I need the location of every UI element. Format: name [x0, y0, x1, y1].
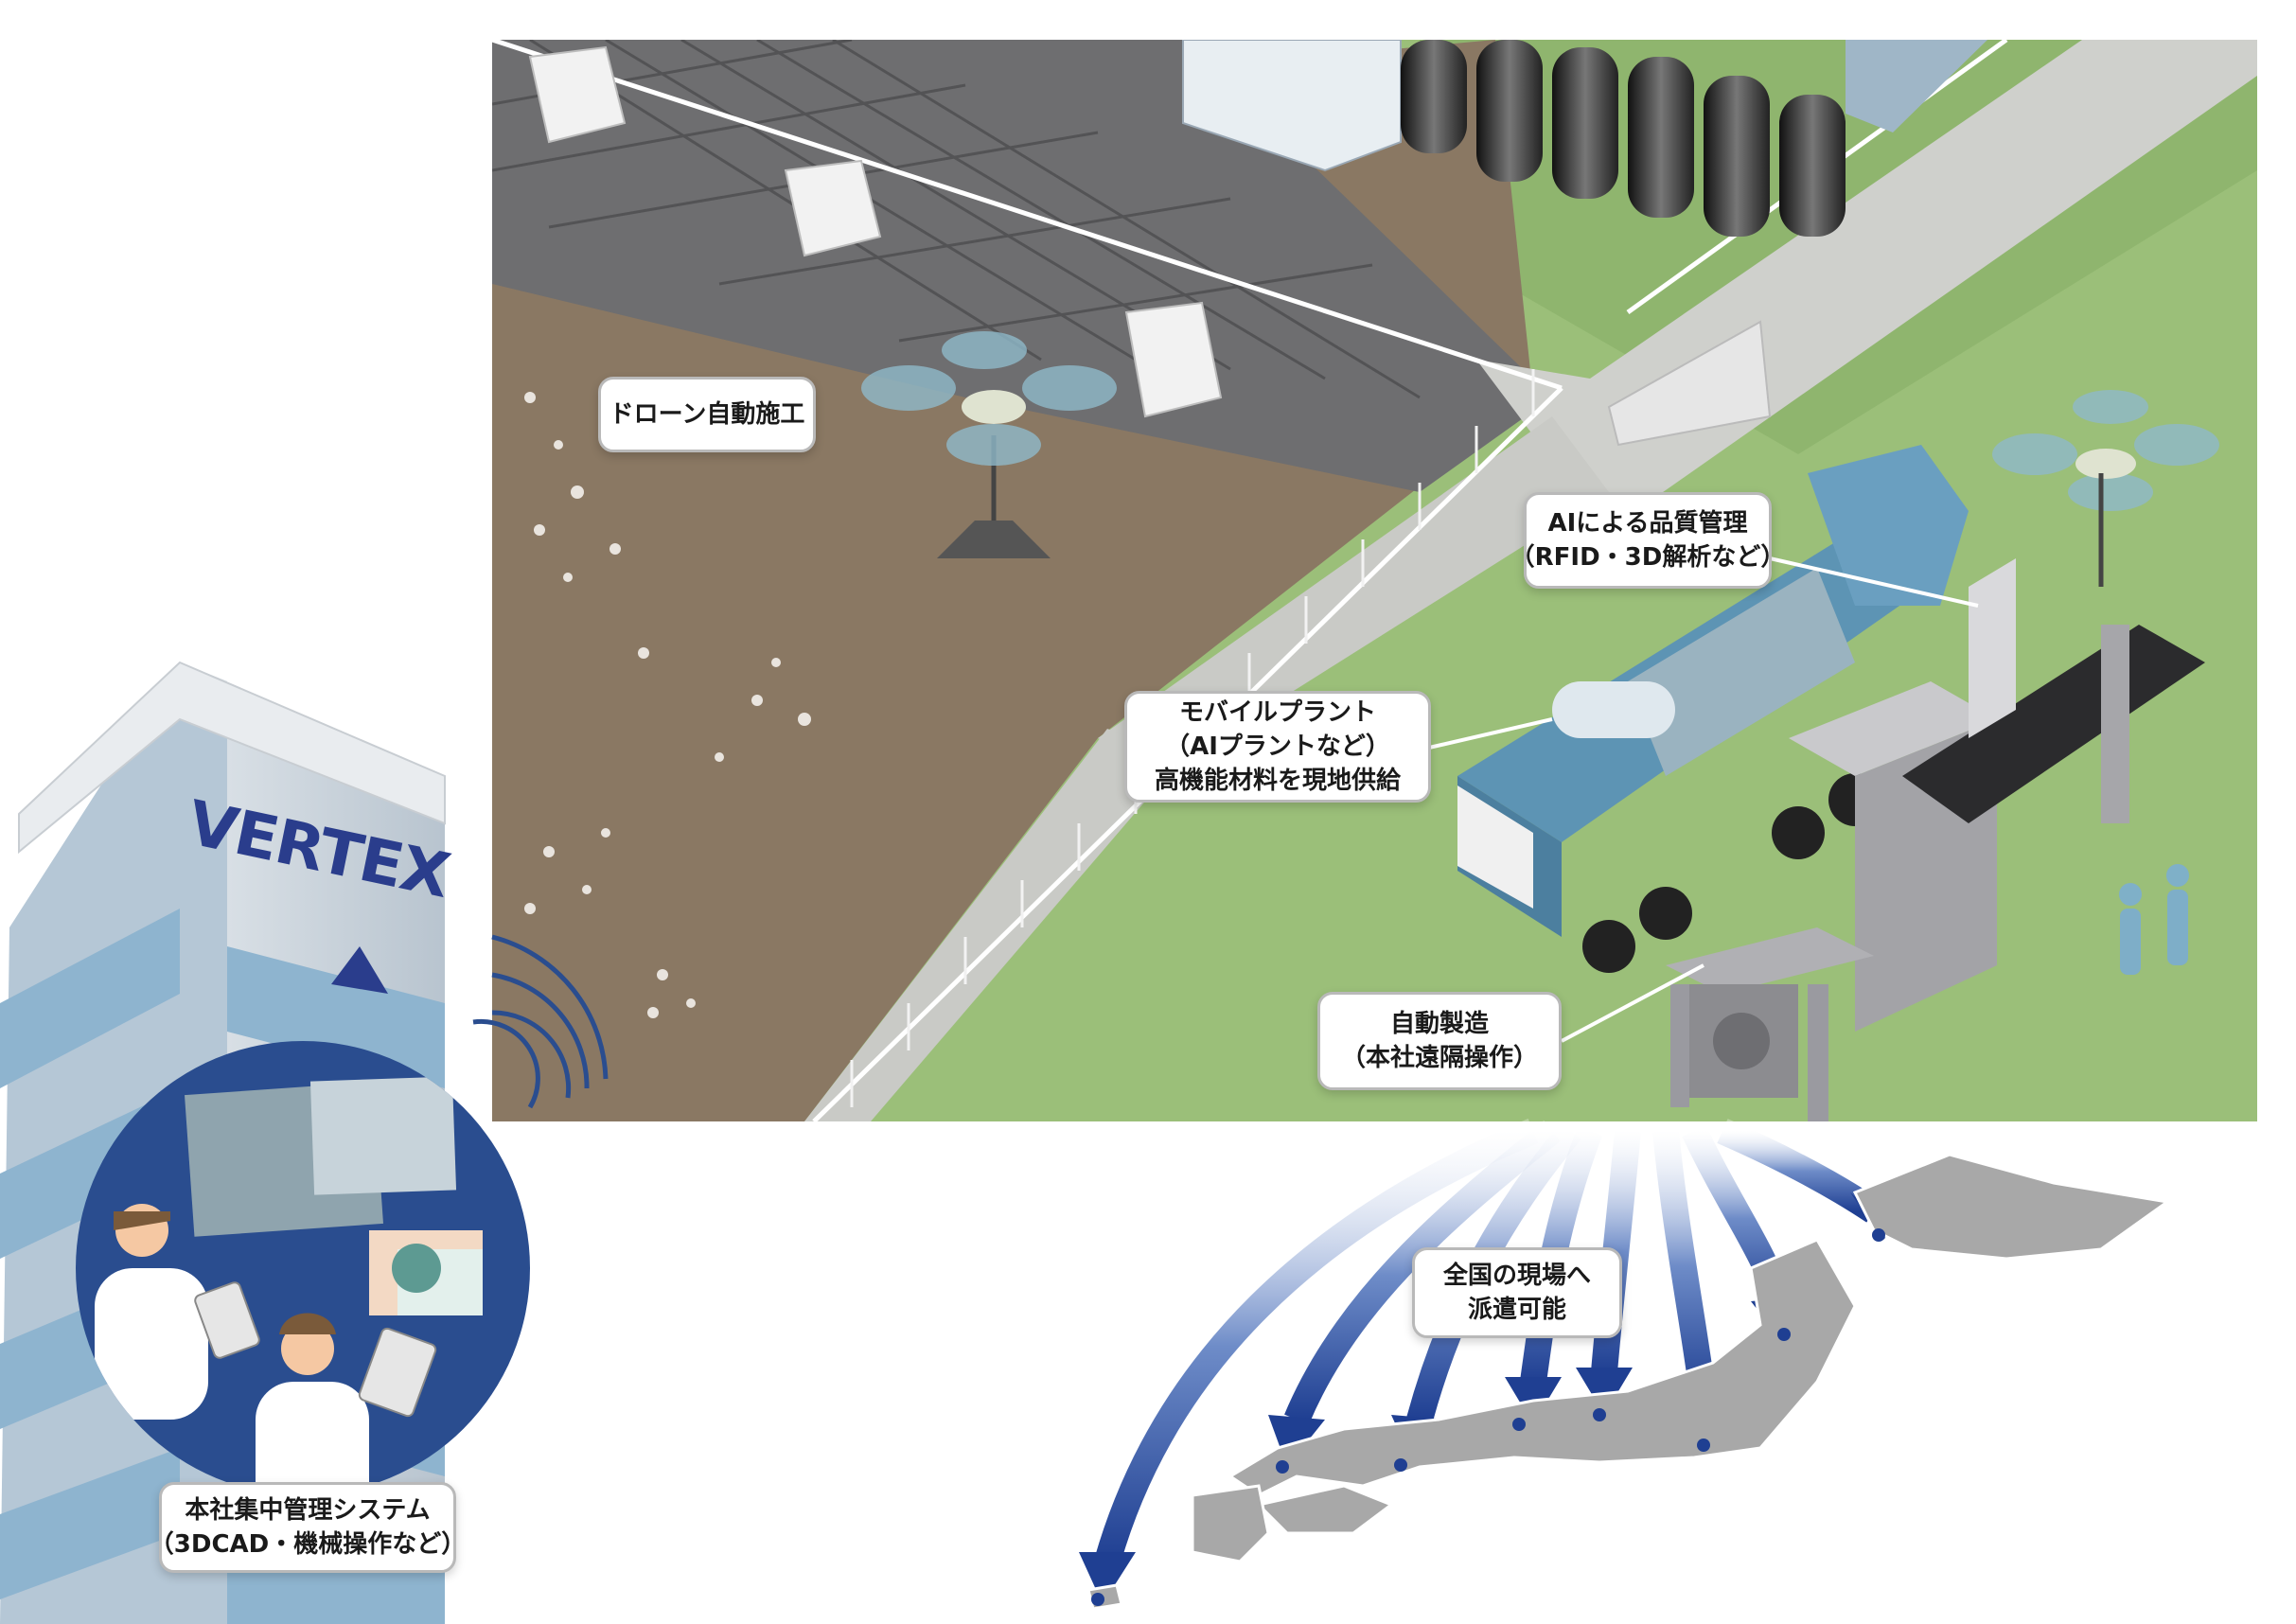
label-line: （AIプラントなど） [1165, 733, 1390, 761]
label-line: （3DCAD・機械操作など） [149, 1530, 467, 1559]
label-auto-manufacturing: 自動製造 （本社遠隔操作） [1317, 992, 1562, 1090]
label-line: 全国の現場へ [1442, 1262, 1591, 1290]
site-dots [1091, 1228, 1885, 1606]
label-line: 派遣可能 [1467, 1296, 1566, 1324]
label-line: AIによる品質管理 [1547, 509, 1748, 538]
label-hq-system: 本社集中管理システム （3DCAD・機械操作など） [150, 1482, 466, 1573]
drone-icon [1992, 390, 2219, 587]
label-line: 自動製造 [1389, 1010, 1489, 1038]
signal-icon [472, 934, 609, 1109]
tablet-icon [194, 1281, 437, 1418]
label-nationwide-dispatch: 全国の現場へ 派遣可能 [1412, 1247, 1622, 1338]
label-line: モバイルプラント [1178, 698, 1376, 727]
label-mobile-plant: モバイルプラント （AIプラントなど） 高機能材料を現地供給 [1124, 691, 1431, 803]
label-line: （本社遠隔操作） [1340, 1044, 1538, 1072]
label-ai-quality-control: AIによる品質管理 （RFID・3D解析など） [1510, 492, 1785, 589]
label-connectors [1428, 556, 1979, 1043]
label-line: 高機能材料を現地供給 [1154, 767, 1401, 795]
label-line: ドローン自動施工 [609, 400, 805, 429]
label-line: （RFID・3D解析など） [1510, 543, 1786, 572]
construction-site-scene [492, 40, 2257, 1121]
label-drone-construction: ドローン自動施工 [598, 377, 816, 452]
label-line: 本社集中管理システム [185, 1496, 431, 1525]
worker-icon [2119, 864, 2189, 975]
drone-icon [861, 331, 1117, 558]
hq-control-room [76, 1041, 530, 1495]
japan-map-icon [1086, 1153, 2171, 1611]
